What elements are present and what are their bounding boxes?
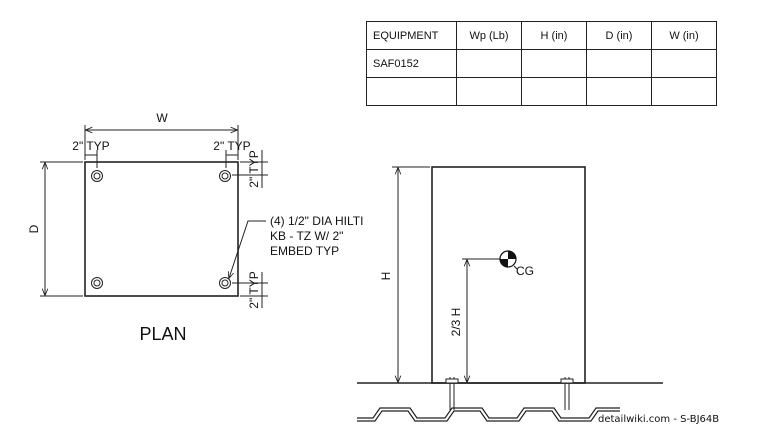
equipment-elevation: [431, 166, 586, 384]
header-cell: D (in): [586, 21, 652, 50]
table-cell: [586, 49, 652, 78]
header-cell: EQUIPMENT: [366, 21, 457, 50]
table-header-row: EQUIPMENT Wp (Lb) H (in) D (in) W (in): [366, 21, 717, 50]
anchor-bolt: [91, 277, 103, 289]
equipment-schedule-table: EQUIPMENT Wp (Lb) H (in) D (in) W (in) S…: [366, 21, 717, 106]
d-label: D: [27, 224, 41, 233]
plan-labels: W D 2" TYP 2" TYP 2" TYP 2" TYP (4) 1/2"…: [27, 111, 363, 344]
w-label: W: [156, 111, 168, 125]
metal-deck-profile-inner: [357, 410, 620, 422]
elevation-view: [357, 166, 663, 422]
cg-label: CG: [516, 264, 534, 278]
anchor-note-line-1: (4) 1/2" DIA HILTI: [270, 214, 363, 228]
edge-label-top-left: 2" TYP: [72, 139, 109, 153]
table-cell: [651, 49, 717, 78]
anchor-note-line-3: EMBED TYP: [270, 244, 339, 258]
watermark: detailwiki.com - S-BJ64B: [598, 414, 719, 425]
edge-label-right-bottom: 2" TYP: [247, 271, 261, 308]
table-cell: [366, 77, 457, 106]
table-cell: [456, 77, 522, 106]
table-row: [366, 77, 717, 106]
table-cell: [651, 77, 717, 106]
header-cell: W (in): [651, 21, 717, 50]
equipment-footprint: [84, 161, 239, 297]
table-cell: [456, 49, 522, 78]
cg-symbol-icon: [499, 250, 518, 270]
edge-label-right-top: 2" TYP: [247, 150, 261, 187]
edge-label-top-right: 2" TYP: [213, 139, 250, 153]
anchor-bolt-elevation: [445, 377, 459, 410]
anchor-bolt: [91, 170, 103, 182]
h-label: H: [379, 272, 393, 281]
header-cell: Wp (Lb): [456, 21, 522, 50]
anchor-note-line-2: KB - TZ W/ 2": [270, 229, 343, 243]
cg-height-label: 2/3 H: [449, 308, 463, 337]
anchor-bolt-elevation: [560, 377, 574, 410]
metal-deck-profile: [357, 407, 620, 419]
elevation-labels: H 2/3 H CG: [379, 264, 534, 336]
plan-view: [40, 125, 268, 308]
anchor-bolt: [219, 170, 231, 182]
table-cell: [521, 77, 587, 106]
anchor-bolt: [219, 277, 231, 289]
table-cell: [586, 77, 652, 106]
plan-title: PLAN: [139, 324, 186, 344]
anchor-leader-line: [229, 220, 266, 278]
table-row: SAF0152: [366, 49, 717, 78]
